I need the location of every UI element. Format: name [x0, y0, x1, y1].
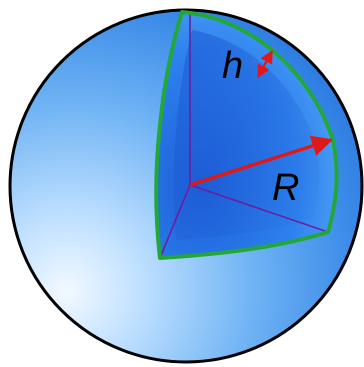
thickness-arrow	[257, 49, 273, 79]
radius-arrow	[189, 135, 334, 187]
inner-cavity	[173, 30, 320, 240]
lower-right-edge	[189, 184, 329, 233]
thickness-label: h	[222, 45, 243, 87]
lower-left-edge	[159, 184, 191, 259]
radius-label: R	[272, 167, 299, 209]
cutaway-edge	[154, 10, 339, 260]
